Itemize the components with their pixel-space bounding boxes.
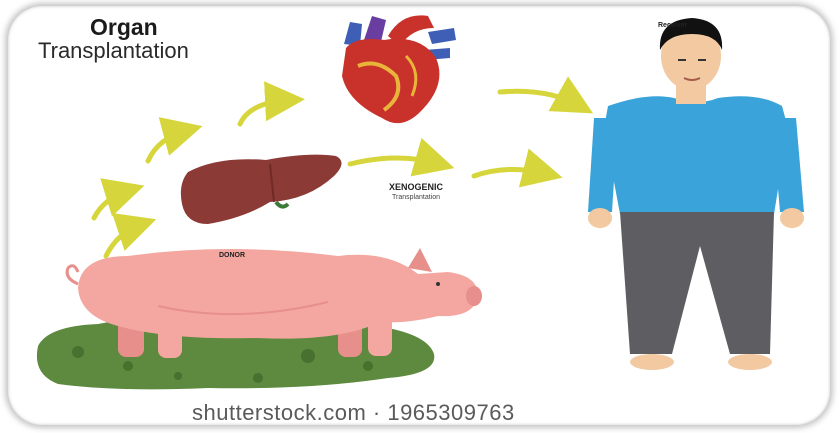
receiver-label: Receiver (658, 22, 687, 29)
method-subtitle-label: Transplantation (392, 194, 440, 201)
arrow-6 (474, 169, 548, 176)
arrow-1 (106, 224, 142, 256)
receiver-person (588, 18, 804, 370)
illustration-canvas (8, 6, 830, 425)
title-line-1: Organ (90, 14, 158, 41)
arrow-4 (240, 100, 290, 124)
arrow-5 (350, 158, 440, 164)
liver-organ (181, 155, 342, 224)
watermark-text: shutterstock.com · 1965309763 (192, 400, 515, 425)
title-line-2: Transplantation (38, 38, 189, 64)
arrow-7 (500, 91, 580, 106)
method-title-label: XENOGENIC (389, 182, 443, 192)
heart-organ (342, 15, 456, 123)
arrow-3 (148, 130, 188, 161)
arrow-2 (94, 190, 130, 218)
illustration-frame: Organ Transplantation Receiver XENOGENIC… (8, 6, 830, 425)
donor-label: DONOR (219, 252, 245, 259)
transplant-arrows (94, 91, 580, 256)
